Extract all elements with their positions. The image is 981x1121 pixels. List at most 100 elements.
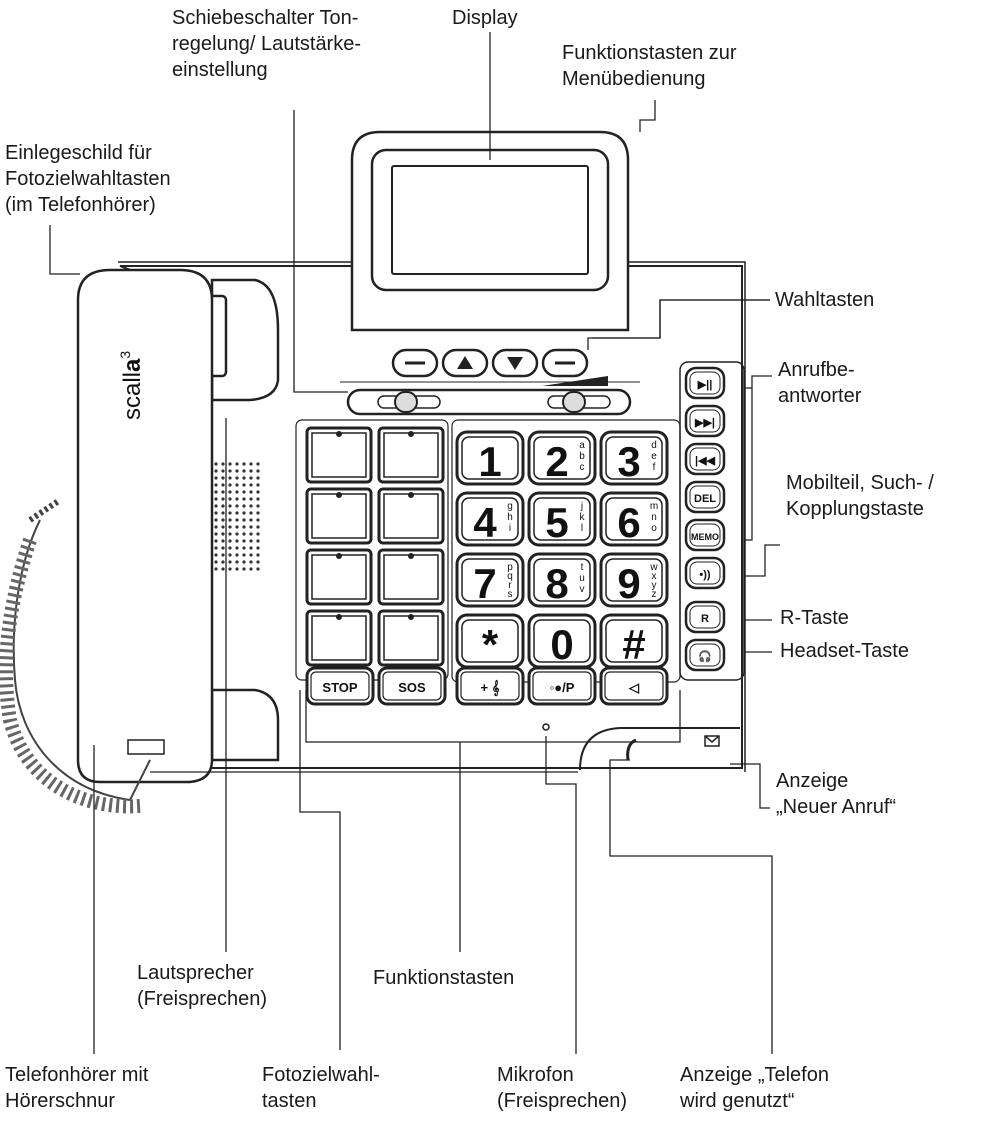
grille-dot bbox=[221, 539, 225, 543]
function-key-row: STOP SOS + 𝄞 ◦●/P◁ bbox=[305, 666, 669, 706]
key-letter: m bbox=[650, 501, 658, 512]
function-key[interactable]: + 𝄞 bbox=[455, 666, 525, 706]
side-key[interactable]: •)) bbox=[684, 556, 726, 590]
side-key[interactable]: R bbox=[684, 600, 726, 634]
grille-dot bbox=[214, 532, 218, 536]
dial-key-star[interactable]: * bbox=[455, 613, 525, 669]
key-digit: 8 bbox=[545, 560, 568, 607]
grille-dot bbox=[256, 567, 260, 571]
side-key-label: ▶|| bbox=[697, 379, 713, 391]
grille-dot bbox=[214, 490, 218, 494]
key-letter: b bbox=[579, 451, 585, 462]
key-digit: 2 bbox=[545, 438, 568, 485]
key-letter: s bbox=[508, 589, 513, 600]
grille-dot bbox=[221, 476, 225, 480]
label-new-call: Anzeige „Neuer Anruf“ bbox=[776, 770, 897, 818]
grille-dot bbox=[221, 560, 225, 564]
photo-key[interactable] bbox=[305, 487, 373, 545]
handset-cord bbox=[0, 497, 151, 814]
label-answering-machine: Anrufbe- antworter bbox=[778, 359, 862, 407]
function-key[interactable]: ◦●/P bbox=[527, 666, 597, 706]
side-key-label: ▶▶| bbox=[694, 417, 715, 429]
side-key[interactable]: |◀◀ bbox=[684, 442, 726, 476]
function-key[interactable]: SOS bbox=[377, 666, 447, 706]
grille-dot bbox=[235, 511, 239, 515]
slider-controls bbox=[340, 376, 640, 416]
photo-key[interactable] bbox=[377, 548, 445, 606]
key-letter: w bbox=[649, 562, 658, 573]
grille-dot bbox=[235, 490, 239, 494]
grille-dot bbox=[242, 539, 246, 543]
grille-dot bbox=[249, 476, 253, 480]
grille-dot bbox=[256, 560, 260, 564]
grille-dot bbox=[214, 518, 218, 522]
side-key[interactable]: ▶|| bbox=[684, 366, 726, 400]
grille-dot bbox=[256, 525, 260, 529]
grille-dot bbox=[221, 546, 225, 550]
grille-dot bbox=[214, 567, 218, 571]
grille-dot bbox=[242, 490, 246, 494]
label-handset-search: Mobilteil, Such- / Kopplungstaste bbox=[786, 472, 934, 520]
grille-dot bbox=[242, 497, 246, 501]
grille-dot bbox=[249, 539, 253, 543]
function-key-label: STOP bbox=[322, 680, 357, 695]
photo-key[interactable] bbox=[377, 487, 445, 545]
grille-dot bbox=[242, 560, 246, 564]
side-key[interactable]: MEMO bbox=[684, 518, 726, 552]
side-key[interactable]: 🎧 bbox=[684, 638, 726, 672]
key-letter: r bbox=[508, 580, 512, 591]
grille-dot bbox=[249, 525, 253, 529]
speaker-grille bbox=[214, 462, 260, 571]
key-letter: l bbox=[581, 523, 583, 534]
label-menu-keys: Funktionstasten zur Menübedienung bbox=[562, 42, 737, 90]
grille-dot bbox=[221, 511, 225, 515]
function-key[interactable]: ◁ bbox=[599, 666, 669, 706]
side-key[interactable]: DEL bbox=[684, 480, 726, 514]
photo-key[interactable] bbox=[377, 609, 445, 667]
grille-dot bbox=[249, 532, 253, 536]
in-use-indicator bbox=[626, 738, 637, 761]
key-letter: t bbox=[581, 562, 584, 573]
grille-dot bbox=[256, 518, 260, 522]
label-headset-key: Headset-Taste bbox=[780, 640, 909, 662]
dial-key-0[interactable]: 0 bbox=[527, 613, 597, 669]
grille-dot bbox=[228, 462, 232, 466]
label-function-keys: Funktionstasten bbox=[373, 967, 515, 989]
key-letter: z bbox=[652, 589, 657, 600]
grille-dot bbox=[214, 469, 218, 473]
photo-key[interactable] bbox=[377, 426, 445, 484]
key-letter: d bbox=[651, 440, 657, 451]
function-key[interactable]: STOP bbox=[305, 666, 375, 706]
side-key[interactable]: ▶▶| bbox=[684, 404, 726, 438]
grille-dot bbox=[235, 462, 239, 466]
microphone-hole bbox=[542, 723, 550, 731]
grille-dot bbox=[214, 483, 218, 487]
grille-dot bbox=[235, 560, 239, 564]
new-call-icon bbox=[704, 735, 720, 747]
photo-key[interactable] bbox=[305, 609, 373, 667]
grille-dot bbox=[249, 518, 253, 522]
grille-dot bbox=[249, 497, 253, 501]
grille-dot bbox=[249, 483, 253, 487]
dial-key-1[interactable]: 1 bbox=[455, 430, 525, 486]
function-key-label: + 𝄞 bbox=[481, 680, 500, 697]
grille-dot bbox=[242, 518, 246, 522]
photo-key[interactable] bbox=[305, 426, 373, 484]
grille-dot bbox=[228, 490, 232, 494]
grille-dot bbox=[214, 511, 218, 515]
grille-dot bbox=[228, 539, 232, 543]
key-letter: v bbox=[580, 584, 585, 595]
leader-lines bbox=[49, 32, 780, 1054]
dial-key-hash[interactable]: # bbox=[599, 613, 669, 669]
photo-key[interactable] bbox=[305, 548, 373, 606]
grille-dot bbox=[228, 497, 232, 501]
label-r-key: R-Taste bbox=[780, 607, 849, 629]
